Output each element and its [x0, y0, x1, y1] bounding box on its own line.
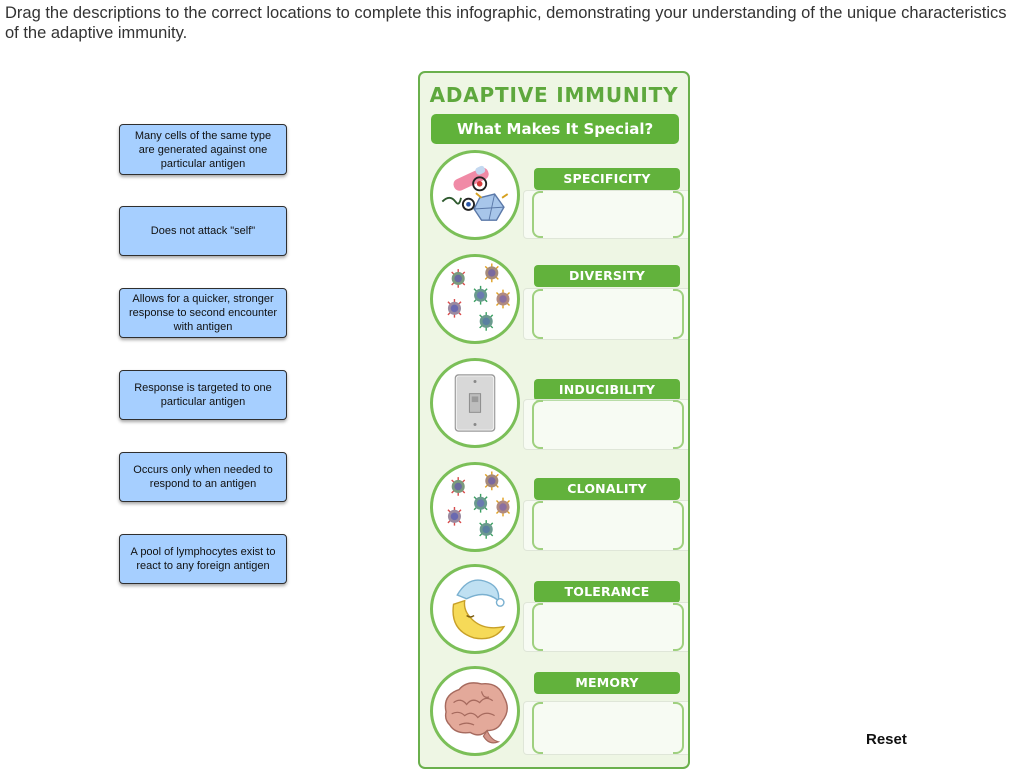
- drop-zone-memory[interactable]: [523, 701, 688, 755]
- drag-card-specificity-description[interactable]: Response is targeted to one particular a…: [119, 370, 287, 420]
- label-inducibility: INDUCIBILITY: [534, 379, 680, 401]
- label-specificity: SPECIFICITY: [534, 168, 680, 190]
- instructions-text: Drag the descriptions to the correct loc…: [5, 4, 1007, 42]
- drag-card-memory-description[interactable]: Allows for a quicker, stronger response …: [119, 288, 287, 338]
- label-clonality: CLONALITY: [534, 478, 680, 500]
- drop-zone-specificity[interactable]: [523, 190, 688, 239]
- drag-card-diversity-description[interactable]: A pool of lymphocytes exist to react to …: [119, 534, 287, 584]
- antigen-receptor-icon: [430, 150, 520, 240]
- drop-zone-diversity[interactable]: [523, 288, 688, 340]
- label-tolerance: TOLERANCE: [534, 581, 680, 603]
- drag-card-tolerance-description[interactable]: Does not attack "self": [119, 206, 287, 256]
- label-diversity: DIVERSITY: [534, 265, 680, 287]
- sleeping-moon-icon: [430, 564, 520, 654]
- drop-zone-tolerance[interactable]: [523, 602, 688, 652]
- brain-icon: [430, 666, 520, 756]
- infographic-panel: ADAPTIVE IMMUNITY What Makes It Special?…: [418, 71, 690, 769]
- drag-card-inducibility-description[interactable]: Occurs only when needed to respond to an…: [119, 452, 287, 502]
- infographic-title: ADAPTIVE IMMUNITY: [429, 83, 679, 107]
- drop-zone-clonality[interactable]: [523, 500, 688, 551]
- infographic-subtitle: What Makes It Special?: [431, 114, 679, 144]
- varied-lymphocytes-icon: [430, 254, 520, 344]
- label-memory: MEMORY: [534, 672, 680, 694]
- cloned-lymphocytes-icon: [430, 462, 520, 552]
- drag-card-clonality-description[interactable]: Many cells of the same type are generate…: [119, 124, 287, 175]
- drop-zone-inducibility[interactable]: [523, 399, 688, 450]
- light-switch-icon: [430, 358, 520, 448]
- reset-button[interactable]: Reset: [866, 731, 907, 748]
